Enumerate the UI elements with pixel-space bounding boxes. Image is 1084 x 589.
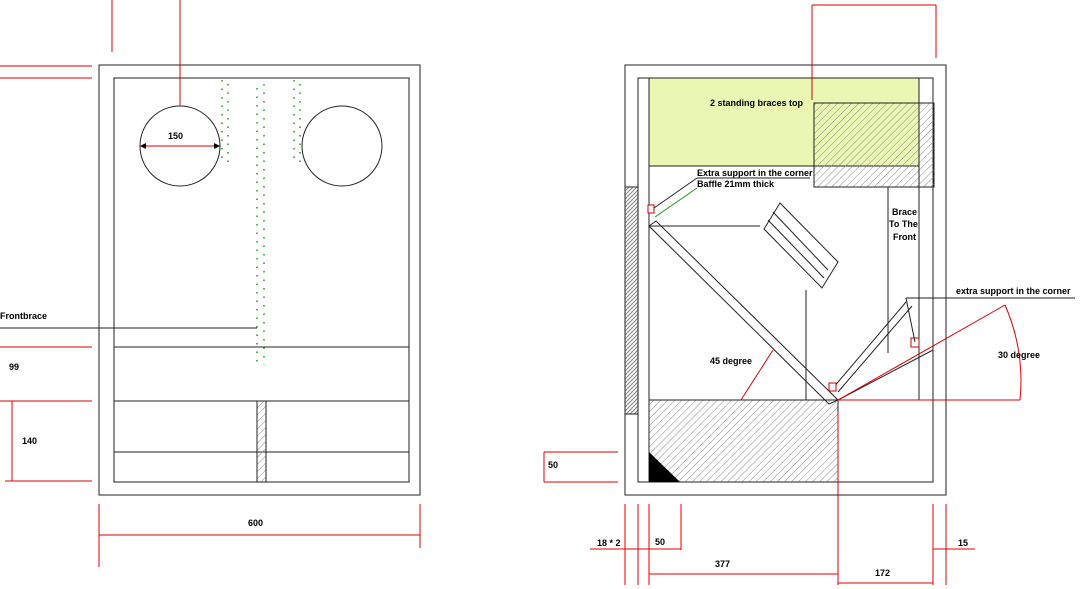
label-extra-support-right: extra support in the corner xyxy=(956,286,1071,296)
front-view: 150 Frontbrace 99 140 600 xyxy=(0,0,421,567)
bottom-hatched-block xyxy=(648,399,839,483)
extra-support-right-pointer xyxy=(905,297,916,343)
front-outer-outline xyxy=(98,64,421,496)
dim-45-leader xyxy=(740,349,774,401)
dim-30-arc xyxy=(1004,304,1022,401)
corner-support-bottom xyxy=(828,382,837,392)
label-150: 150 xyxy=(168,131,183,141)
driver-box-line-2 xyxy=(767,219,825,279)
driver-right-circle xyxy=(301,105,383,187)
hatched-top-block xyxy=(813,102,935,188)
baffle-panel xyxy=(624,186,639,415)
extra-support-leader xyxy=(653,177,698,209)
label-15: 15 xyxy=(958,538,968,548)
label-172: 172 xyxy=(875,568,890,578)
label-45-degree: 45 degree xyxy=(710,356,752,366)
label-brace-line2: To The xyxy=(889,219,918,229)
label-30-degree: 30 degree xyxy=(998,350,1040,360)
label-extra-support: Extra support in the corner xyxy=(697,168,813,178)
corner-fill-triangle xyxy=(649,452,680,482)
label-140: 140 xyxy=(22,436,37,446)
label-baffle: Baffle 21mm thick xyxy=(697,179,775,189)
driver-box-line-1 xyxy=(772,211,829,271)
label-standing-braces: 2 standing braces top xyxy=(710,98,804,108)
label-frontbrace: Frontbrace xyxy=(0,311,47,321)
baffle-leader xyxy=(654,187,698,218)
label-377: 377 xyxy=(715,559,730,569)
side-view: 2 standing braces top Brace To The Front… xyxy=(543,4,1075,585)
corner-support-right xyxy=(910,337,920,348)
front-center-divider xyxy=(256,400,267,483)
angled-driver-box xyxy=(763,202,839,289)
dim-30-ray xyxy=(837,304,1006,401)
label-99: 99 xyxy=(9,362,19,372)
label-50-bottom: 50 xyxy=(655,537,665,547)
diagonal-baffle-45 xyxy=(648,220,839,405)
corner-support-top xyxy=(647,204,655,214)
rear-panel-30-degree xyxy=(837,349,934,401)
label-18x2: 18 * 2 xyxy=(597,538,621,548)
label-600: 600 xyxy=(248,518,263,528)
label-brace-line3: Front xyxy=(893,232,916,242)
label-50-left: 50 xyxy=(548,460,558,470)
label-brace-line1: Brace xyxy=(892,207,917,217)
rear-brace-line-1 xyxy=(832,301,907,389)
rear-brace-line-2 xyxy=(837,305,913,393)
